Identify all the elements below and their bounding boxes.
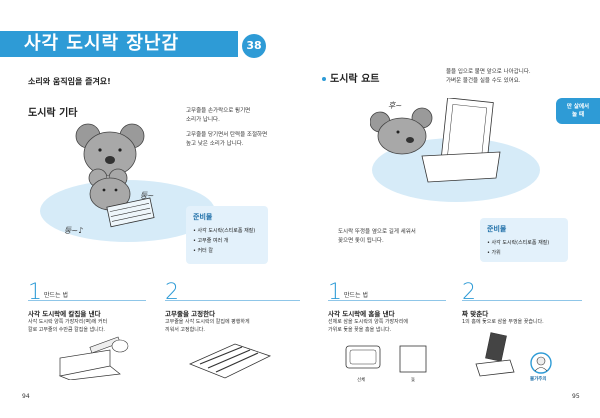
section-title-guitar: 도시락 기타 (28, 104, 77, 119)
step-1-desc: 사각 도시락 양쪽 가장자리(벽)에 커터 칼로 고무줄의 수만큼 칼집을 냅니… (28, 318, 163, 334)
desc-line: 꽂으면 돛이 됩니다. (338, 238, 384, 244)
sail-illustration (399, 345, 427, 373)
step-number-1: 1 (328, 280, 342, 305)
desc-line: 높고 낮은 소리가 납니다. (186, 141, 244, 147)
divider (165, 300, 300, 301)
koala-yacht-illustration (370, 98, 501, 183)
caution-label: 불가주의 (530, 377, 547, 382)
step-2-desc: 1의 홈에 돛으로 삼을 뚜껑을 꽂습니다. (462, 318, 582, 326)
desc-line: 소리가 납니다. (186, 117, 220, 123)
steps-header: 만드는 법 (44, 292, 68, 299)
materials-item-text: 커터 칼 (197, 248, 213, 254)
page-subtitle: 소리와 움직임을 즐겨요! (28, 77, 111, 86)
assembled-yacht-illustration (475, 332, 515, 377)
hull-illustration (345, 345, 381, 369)
section-title-text: 도시락 기타 (28, 108, 78, 119)
section-title-text: 도시락 요트 (330, 74, 380, 85)
desc-line: 고무줄을 당기면서 탄력을 조절하면 (186, 132, 268, 138)
step-number-2: 2 (165, 280, 179, 305)
materials-box: 준비물 • 사각 도시락(스티로폼 재질) • 고무줄 여러 개 • 커터 칼 (186, 206, 268, 264)
materials-title: 준비물 (193, 213, 213, 221)
desc-line: 물을 입으로 불면 앞으로 나아갑니다. (446, 69, 531, 75)
yacht-desc-top: 물을 입으로 불면 앞으로 나아갑니다. 가벼운 물건을 실을 수도 있어요. (446, 68, 556, 86)
koala-guitar-illustration (75, 123, 155, 228)
rubber-band-box-illustration (188, 343, 272, 379)
bullet-dot (322, 77, 326, 81)
step-desc-line: 끼워서 고정합니다. (165, 327, 205, 333)
caution-icon (530, 352, 552, 374)
divider (462, 300, 582, 301)
side-tab-line: 만 살에서 (566, 104, 590, 110)
guitar-desc-2: 고무줄을 당기면서 탄력을 조절하면 높고 낮은 소리가 납니다. (186, 131, 296, 149)
step-1-title: 사각 도시락에 홈을 낸다 (328, 310, 395, 318)
materials-item: • 사각 도시락(스티로폼 재질) (487, 240, 550, 246)
materials-item: • 사각 도시락(스티로폼 재질) (193, 228, 256, 234)
step-desc-line: 사각 도시락 양쪽 가장자리(벽)에 커터 (28, 319, 108, 325)
materials-item-text: 가위 (491, 250, 501, 256)
page-number-left: 94 (22, 393, 30, 400)
step-1-title: 사각 도시락에 칼집을 낸다 (28, 310, 101, 318)
steps-header: 만드는 법 (344, 292, 368, 299)
step-number-2: 2 (462, 280, 476, 305)
caption-sail: 돛 (411, 378, 416, 383)
materials-item: • 커터 칼 (193, 248, 213, 254)
yacht-desc-mid: 도시락 뚜껑을 옆으로 길게 세워서 꽂으면 돛이 됩니다. (338, 228, 458, 246)
step-2-desc: 고무줄을 사각 도시락의 칼집에 평행하게 끼워서 고정합니다. (165, 318, 300, 334)
step-desc-line: 1의 홈에 돛으로 삼을 뚜껑을 꽂습니다. (462, 319, 544, 325)
step-2-title: 고무줄을 고정한다 (165, 310, 216, 318)
desc-line: 도시락 뚜껑을 옆으로 길게 세워서 (338, 229, 416, 235)
materials-item-text: 고무줄 여러 개 (197, 238, 229, 244)
step-1-desc: 선체로 삼을 도시락의 양쪽 가장자리에 가위로 돛을 꽂을 홈을 냅니다. (328, 318, 458, 334)
sound-effect-1: 둥~ (140, 191, 155, 200)
step-desc-line: 고무줄을 사각 도시락의 칼집에 평행하게 (165, 319, 250, 325)
activity-number-badge: 38 (242, 34, 266, 58)
materials-title: 준비물 (487, 225, 507, 233)
materials-item: • 고무줄 여러 개 (193, 238, 229, 244)
step-desc-line: 선체로 삼을 도시락의 양쪽 가장자리에 (328, 319, 408, 325)
step-desc-line: 가위로 돛을 꽂을 홈을 냅니다. (328, 327, 392, 333)
page-title: 사각 도시락 장난감 (24, 33, 180, 54)
step-desc-line: 칼로 고무줄의 수만큼 칼집을 냅니다. (28, 327, 105, 333)
page-number-right: 95 (572, 393, 580, 400)
sound-effect-2: 둥~♪ (64, 226, 84, 235)
materials-item: • 가위 (487, 250, 501, 256)
materials-box: 준비물 • 사각 도시락(스티로폼 재질) • 가위 (480, 218, 568, 262)
step-number-1: 1 (28, 280, 42, 305)
materials-item-text: 사각 도시락(스티로폼 재질) (197, 228, 256, 234)
guitar-desc-1: 고무줄을 손가락으로 튕기면 소리가 납니다. (186, 107, 296, 125)
divider (328, 300, 446, 301)
caption-hull: 선체 (357, 378, 366, 383)
step-2-title: 짜 맞춘다 (462, 310, 489, 318)
sound-effect-blow: 후~ (388, 101, 403, 110)
side-tab-line: 놀 때 (571, 112, 585, 118)
materials-item-text: 사각 도시락(스티로폼 재질) (491, 240, 550, 246)
desc-line: 가벼운 물건을 실을 수도 있어요. (446, 78, 521, 84)
divider (28, 300, 146, 301)
age-side-tab: 만 살에서 놀 때 (556, 98, 600, 124)
section-title-yacht: 도시락 요트 (322, 70, 379, 85)
desc-line: 고무줄을 손가락으로 튕기면 (186, 108, 251, 114)
cutter-illustration (58, 336, 129, 380)
title-band (0, 31, 238, 57)
